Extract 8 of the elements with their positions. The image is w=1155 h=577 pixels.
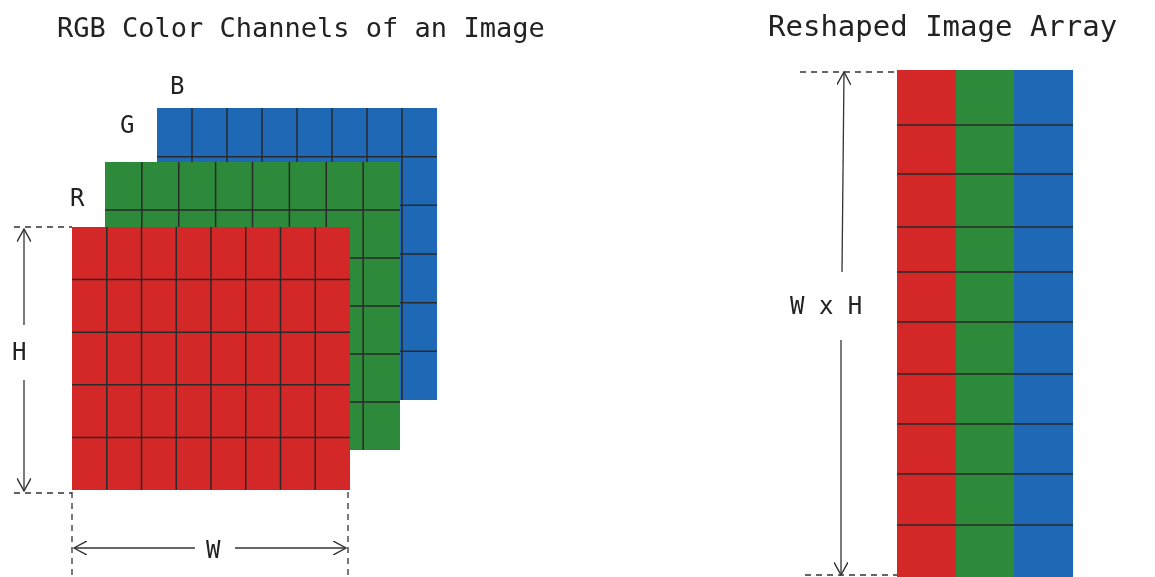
- channel-label: B: [170, 74, 185, 98]
- channel-label: G: [120, 113, 135, 137]
- heading: RGB Color Channels of an Image: [57, 14, 545, 41]
- dimension-label: H: [12, 340, 27, 364]
- heading: Reshaped Image Array: [768, 12, 1118, 41]
- dimension-label: W: [206, 538, 221, 562]
- dimension-label: W x H: [790, 294, 863, 318]
- channel-label: R: [70, 186, 85, 210]
